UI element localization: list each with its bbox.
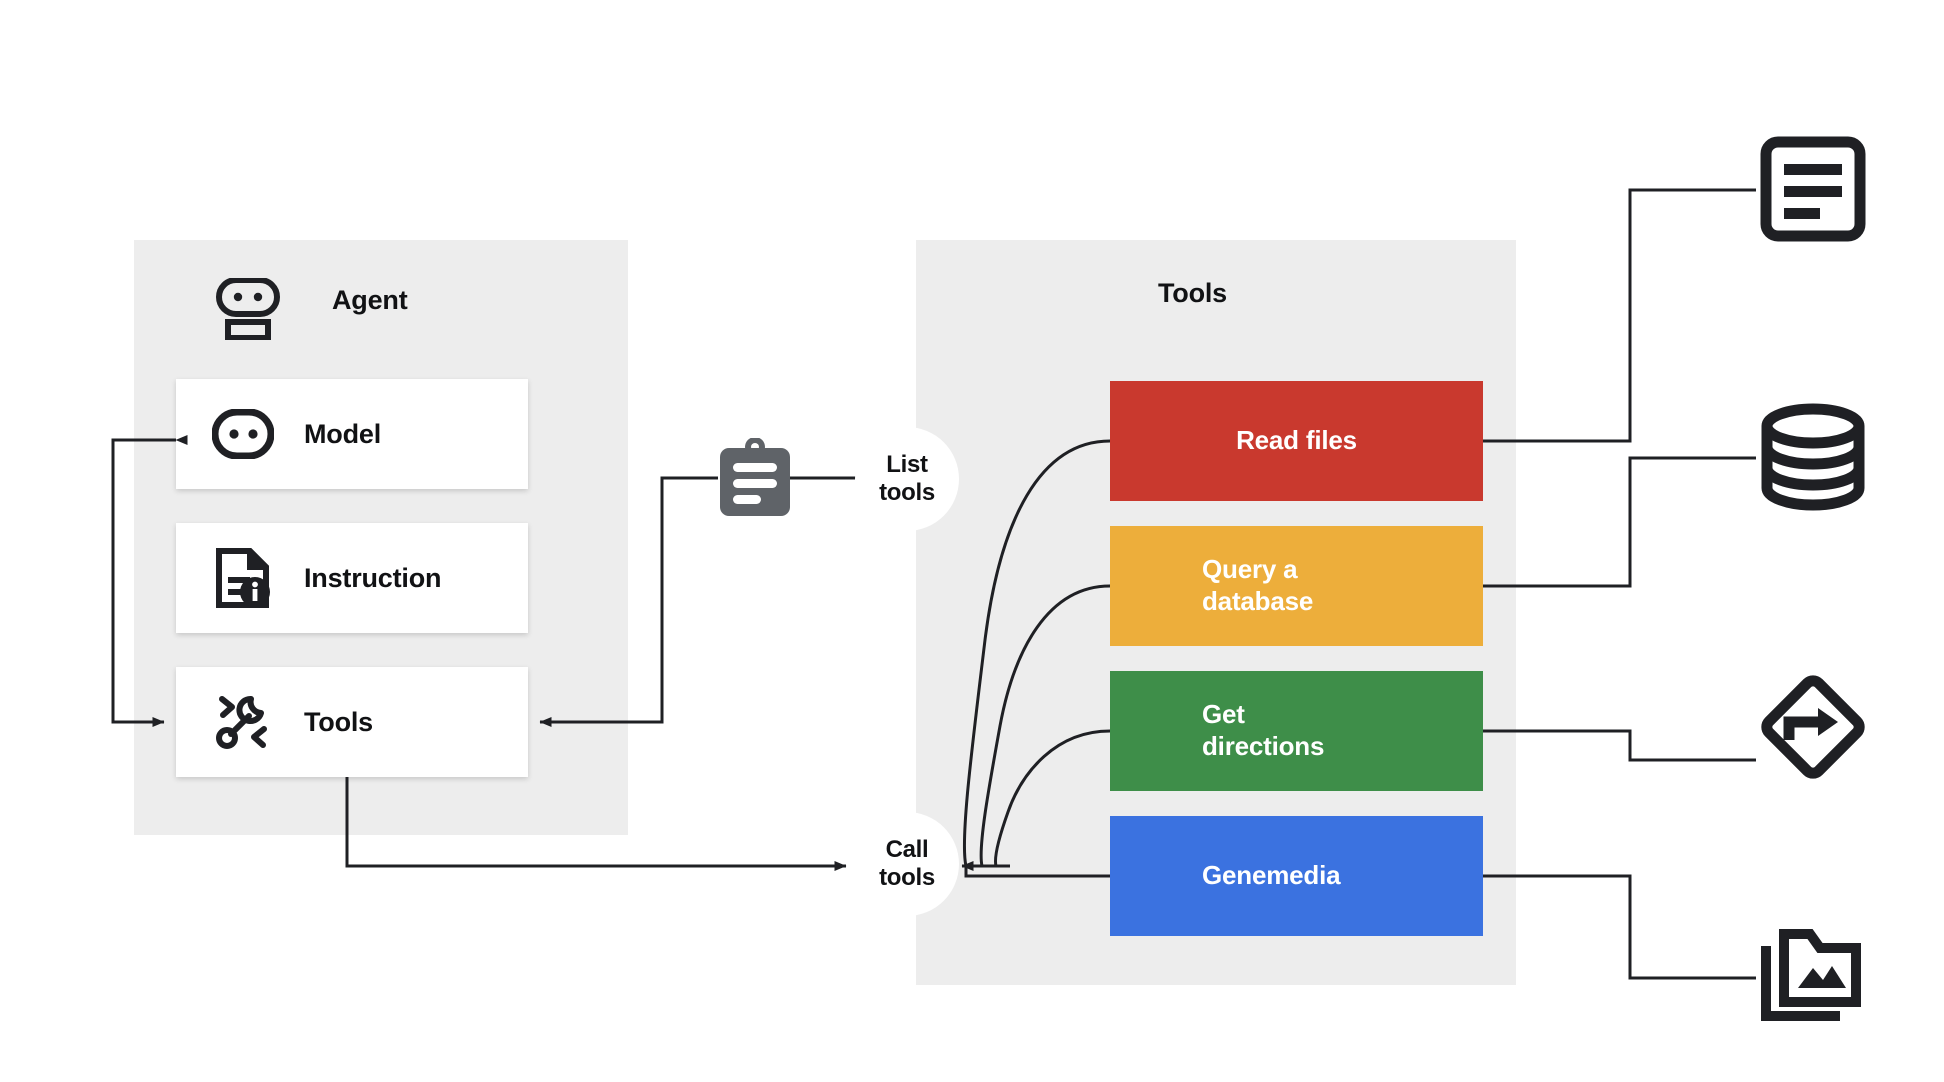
node-call-tools[interactable]: Call tools [855,812,959,916]
document-lines-icon [1760,136,1866,242]
node-list-tools[interactable]: List tools [855,427,959,531]
clipboard-list-icon [720,438,790,516]
tool-box-genemedia[interactable]: Genemedia [1110,816,1483,936]
media-folder-icon [1761,929,1861,1021]
node-list-tools-line1: List [886,450,928,478]
robot-icon [216,278,280,340]
wire-readfiles-to-document [1483,188,1756,443]
tool-box-read-files[interactable]: Read files [1110,381,1483,501]
agent-card-instruction-label: Instruction [304,562,442,593]
wrench-code-icon [212,691,274,753]
agent-card-tools[interactable]: Tools [176,667,528,777]
directions-sign-icon [1761,675,1865,779]
wire-query-to-database [1483,456,1756,588]
agent-panel-title: Agent [332,285,408,315]
tool-box-genemedia-label: Genemedia [1202,860,1341,891]
wire-genemedia-to-media-folder [1483,874,1756,980]
model-robot-face-icon [212,403,274,465]
node-call-tools-line1: Call [885,835,929,863]
node-list-tools-line2: tools [879,479,935,506]
document-info-icon [212,547,274,609]
agent-card-model-label: Model [304,418,381,449]
database-cylinder-icon [1761,403,1865,511]
tool-box-read-files-label: Read files [1236,425,1357,456]
agent-card-model[interactable]: Model [176,379,528,489]
agent-card-tools-label: Tools [304,706,373,737]
node-call-tools-line2: tools [879,864,935,891]
tools-panel-title: Tools [1158,278,1227,308]
wire-directions-to-sign [1483,729,1756,762]
agent-card-instruction[interactable]: Instruction [176,523,528,633]
